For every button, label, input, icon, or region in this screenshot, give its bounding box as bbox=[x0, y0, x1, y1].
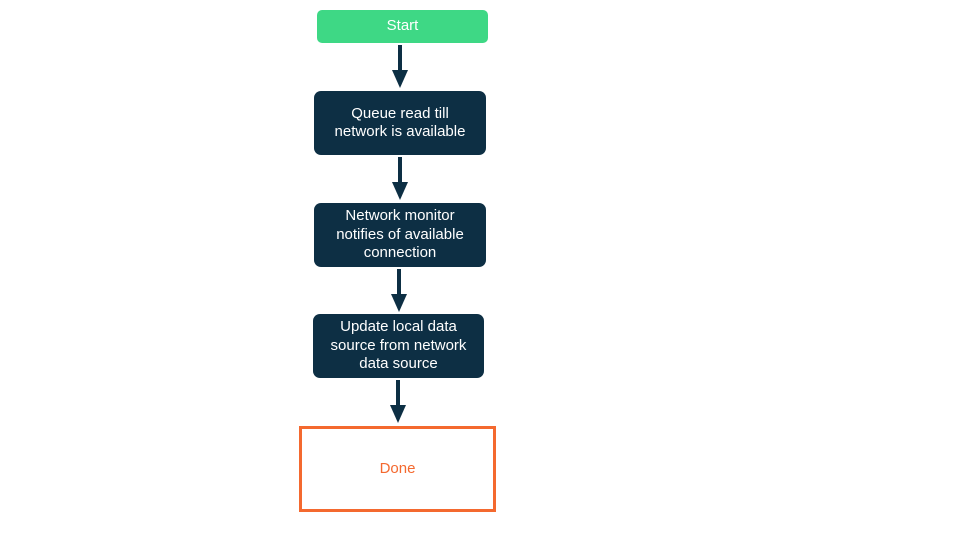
flow-node-queue-read[interactable]: Queue read till network is available bbox=[314, 91, 486, 155]
flow-node-queue-read-label: Queue read till network is available bbox=[334, 104, 466, 140]
arrow-down-icon bbox=[392, 157, 408, 200]
flow-node-start[interactable]: Start bbox=[317, 10, 488, 43]
arrow-down-icon bbox=[390, 380, 406, 423]
arrow-down-icon bbox=[392, 45, 408, 88]
flow-node-start-label: Start bbox=[386, 17, 419, 35]
flow-node-done-label: Done bbox=[379, 459, 416, 477]
flow-edge-start-to-queue-read bbox=[389, 45, 411, 89]
flow-edge-update-local-to-done bbox=[387, 380, 409, 424]
flow-edge-queue-read-to-network-monitor bbox=[389, 157, 411, 201]
flow-node-update-local[interactable]: Update local data source from network da… bbox=[313, 314, 484, 378]
flow-node-network-monitor-label: Network monitor notifies of available co… bbox=[336, 207, 464, 262]
flow-node-update-local-label: Update local data source from network da… bbox=[330, 318, 467, 373]
flow-node-network-monitor[interactable]: Network monitor notifies of available co… bbox=[314, 203, 486, 267]
arrow-down-icon bbox=[391, 269, 407, 312]
flow-node-done[interactable]: Done bbox=[299, 426, 496, 512]
flow-edge-network-monitor-to-update-local bbox=[388, 269, 410, 313]
